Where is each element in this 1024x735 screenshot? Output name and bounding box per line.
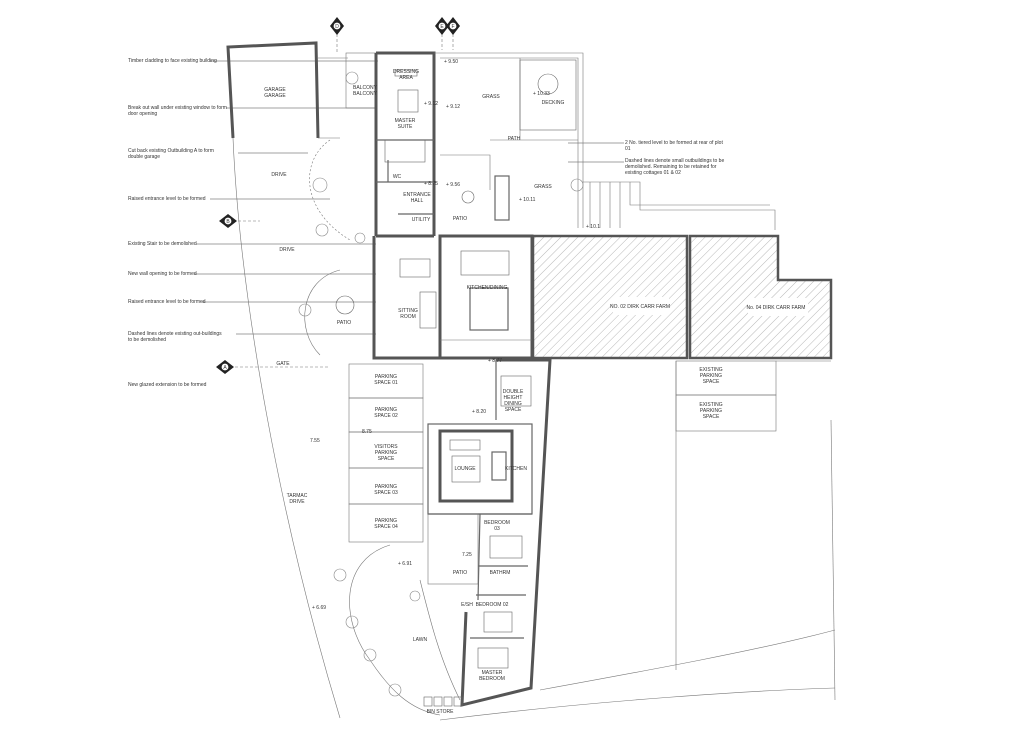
cottage-no-04	[688, 234, 833, 360]
note-new-wall-opening: New wall opening to be formed	[128, 271, 197, 277]
lawn-label: LAWN	[413, 637, 428, 643]
bedroom-02-label: BEDROOM 02	[476, 602, 509, 608]
section-marker-a: A	[216, 360, 330, 374]
note-small-outbuildings: Dashed lines denote small outbuildings t…	[625, 158, 725, 176]
level-9-50: + 9.50	[444, 59, 458, 65]
patio-label-1: PATIO	[453, 216, 467, 222]
existing-parking	[675, 360, 831, 670]
level-9-12-a: + 9.12	[424, 101, 438, 107]
bathroom-label: BATHRM	[490, 570, 511, 576]
landscaping	[232, 71, 836, 721]
level-10-1: + 10.1	[586, 224, 600, 230]
note-existing-stair: Existing Stair to be demolished	[128, 241, 197, 247]
note-raised-entrance-2: Raised entrance level to be formed	[128, 299, 206, 305]
level-7-25: 7.25	[462, 552, 472, 558]
marker-b-label: B	[226, 219, 230, 225]
decking-label: DECKING	[542, 100, 565, 106]
level-10-33: + 10.33	[533, 91, 550, 97]
level-9-56: + 9.56	[446, 182, 460, 188]
marker-a-label: A	[223, 365, 227, 371]
ensuite-label: E/SH	[461, 602, 473, 608]
sitting-kitchen-block	[372, 234, 534, 360]
grass-label-2: GRASS	[534, 184, 552, 190]
path-label: PATH	[508, 136, 521, 142]
level-markers: + 9.50 + 9.12 + 10.33 + 9.12 + 8.75 + 9.…	[310, 59, 600, 611]
level-8-75: + 8.75	[424, 181, 438, 187]
note-tiered-level: 2 No. tiered level to be formed at rear …	[625, 140, 723, 152]
note-raised-entrance-1: Raised entrance level to be formed	[128, 196, 206, 202]
gate-label: GATE	[276, 361, 290, 367]
section-marker-d: D	[330, 17, 344, 52]
note-dashed-outbuildings: Dashed lines denote existing out-buildin…	[128, 331, 222, 343]
bin-store-label: BIN STORE	[427, 709, 455, 715]
note-timber-cladding: Timber cladding to face existing buildin…	[128, 58, 217, 64]
utility-label: UTILITY	[412, 217, 431, 223]
level-6-91: + 6.91	[398, 561, 412, 567]
level-8-75-b: 8.75	[362, 429, 372, 435]
kitchen-dining-label: KITCHEN/DINING	[467, 285, 508, 291]
level-9-12-b: + 9.12	[446, 104, 460, 110]
note-break-out-wall: Break out wall under existing window to …	[128, 105, 227, 117]
section-marker-f: F	[446, 17, 460, 50]
main-house	[345, 51, 584, 238]
level-6-69: + 6.69	[312, 605, 326, 611]
drive-label-1: DRIVE	[271, 172, 287, 178]
cottage-no-04-label: No. 04 DIRK CARR FARM	[747, 305, 806, 311]
cottage-no-02-label: NO. 02 DIRK CARR FARM	[610, 304, 670, 310]
level-10-11: + 10.11	[519, 197, 536, 203]
drive-label-2: DRIVE	[279, 247, 295, 253]
marker-f-label: F	[451, 24, 454, 30]
grass-label-1: GRASS	[482, 94, 500, 100]
level-7-55: 7.55	[310, 438, 320, 444]
level-8-20: + 8.20	[472, 409, 486, 415]
section-marker-b: B	[219, 214, 260, 228]
note-leaders	[194, 60, 624, 335]
kitchen-label-2: KITCHEN	[505, 466, 527, 472]
note-glazed-extension: New glazed extension to be formed	[128, 382, 207, 388]
parking-bays	[348, 363, 424, 543]
rear-outbuilding-lines	[583, 181, 776, 230]
cottage-no-02	[531, 234, 689, 360]
section-marker-e: E	[435, 17, 449, 50]
level-8-77: + 8.77	[488, 358, 502, 364]
lower-extension	[427, 358, 552, 707]
marker-e-label: E	[440, 24, 444, 30]
wc-label: WC	[393, 174, 402, 180]
patio-label-2: PATIO	[337, 320, 351, 326]
marker-d-label: D	[335, 24, 339, 30]
patio-label-3: PATIO	[453, 570, 467, 576]
note-cut-back-outbuilding: Cut back existing Outbuilding A to form …	[128, 148, 214, 160]
lounge-label: LOUNGE	[454, 466, 476, 472]
